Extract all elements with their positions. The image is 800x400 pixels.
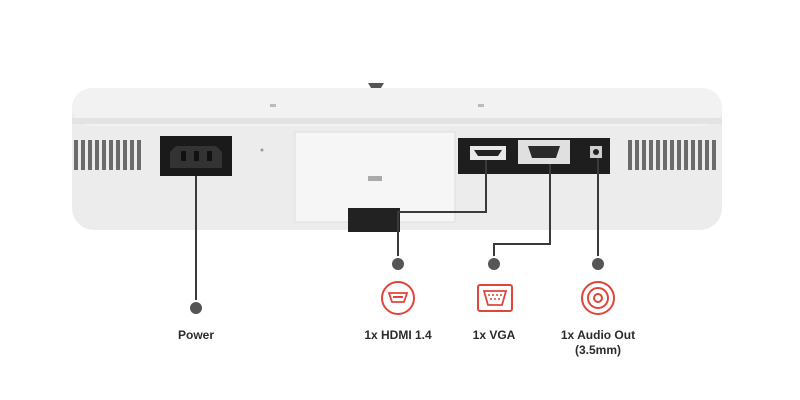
power-socket xyxy=(160,136,232,176)
audio-connector-dot xyxy=(590,256,606,272)
power-label: Power xyxy=(177,328,214,342)
audio-label-sub: (3.5mm) xyxy=(574,343,621,357)
hdmi-connector-dot xyxy=(390,256,406,272)
stand-mount xyxy=(294,131,456,232)
vga-label: 1x VGA xyxy=(472,328,516,342)
hdmi-connector-line xyxy=(397,160,487,262)
audio-label: 1x Audio Out (3.5mm) xyxy=(548,328,648,358)
vga-connector-dot xyxy=(486,256,502,272)
vent-grille-left xyxy=(74,140,141,170)
vga-connector-line xyxy=(493,164,551,262)
vent-grille-right xyxy=(628,140,716,170)
hdmi-icon xyxy=(381,281,415,315)
hdmi-label: 1x HDMI 1.4 xyxy=(364,328,432,342)
connector-lines xyxy=(195,158,599,308)
connector-dots xyxy=(188,256,606,316)
audio-jack-icon xyxy=(581,281,615,315)
power-connector-dot xyxy=(188,300,204,316)
vga-icon xyxy=(477,284,513,312)
port-cluster xyxy=(458,138,610,174)
audio-label-main: 1x Audio Out xyxy=(560,328,636,342)
